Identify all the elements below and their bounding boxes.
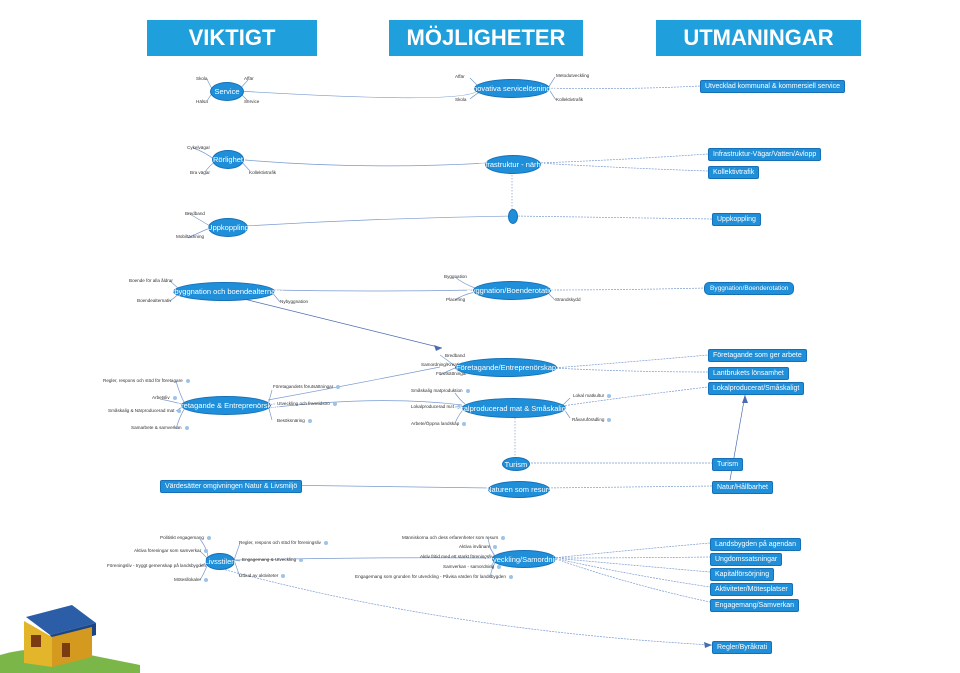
label-arbete-oppna: Arbete/Öppna landskap xyxy=(411,421,467,426)
label-ravaruforadling: Råvaruförädling xyxy=(572,417,612,422)
label-regler-forening: Regler, respons och stöd för föreningsli… xyxy=(239,540,328,545)
utmaning-lantbruk[interactable]: Lantbrukets lönsamhet xyxy=(708,367,789,380)
label-nybyggnation: Nybyggnation xyxy=(280,299,309,304)
label-utbud: Utbud av aktiviteter xyxy=(239,573,286,578)
label-bredband: Bredband xyxy=(185,211,205,216)
label-boendealternativ: Boendealternativ xyxy=(137,298,172,303)
label-smaskalig-matproduktion: Småskalig matproduktion xyxy=(411,388,470,393)
node-utveckling-samordning[interactable]: Utveckling/Samordning xyxy=(485,550,563,568)
node-rorlighet[interactable]: Rörlighet xyxy=(212,150,244,169)
label-lokal-matkultur: Lokal matkultur xyxy=(573,393,612,398)
header-mojligheter: MÖJLIGHETER xyxy=(389,20,583,56)
node-livsstilen[interactable]: Livsstilen xyxy=(205,553,235,570)
label-r5-bredband: Bredband xyxy=(445,353,465,358)
label-forutsattningar2: Förutsättningar xyxy=(436,371,467,376)
label-affar: Affär xyxy=(244,76,254,81)
label-service: Service xyxy=(244,99,260,104)
node-byggnation[interactable]: Byggnation/Boenderotation xyxy=(467,281,557,300)
node-uppkoppling[interactable]: Uppkoppling xyxy=(207,218,249,237)
node-varde[interactable]: Värdesätter omgivningen Natur & Livsmilj… xyxy=(160,480,303,493)
label-smaskalig: Småskalig & Närproducerad mat xyxy=(108,408,182,413)
utmaning-landsbygden[interactable]: Landsbygden på agendan xyxy=(710,538,801,551)
label-samverkan: Samverkan - samordning xyxy=(443,564,502,569)
utmaning-natur[interactable]: Natur/Hållbarhet xyxy=(712,481,773,494)
label-foreningsliv: Föreningsliv - tryggt gemenskap på lands… xyxy=(107,563,214,568)
label-halsa: Hälsa xyxy=(196,99,208,104)
header-viktigt: VIKTIGT xyxy=(147,20,317,56)
label-aktiva-invanare: Aktiva invånare xyxy=(459,544,498,549)
node-service[interactable]: Service xyxy=(210,82,244,101)
label-m-affar: Affär xyxy=(455,74,465,79)
utmaning-service[interactable]: Utvecklad kommunal & kommersiell service xyxy=(700,80,845,93)
label-strandskydd: Strandskydd xyxy=(555,297,581,302)
label-motesllokaler: Mötesllokaler xyxy=(174,577,209,582)
label-m-skola: Skola xyxy=(455,97,467,102)
label-skola: Skola xyxy=(196,76,208,81)
label-politiskt: Politiskt engagemang xyxy=(160,535,211,540)
label-forutsattningar: Företagandets förutsättningar xyxy=(273,384,341,389)
utmaning-aktiviteter[interactable]: Aktiviteter/Mötesplatser xyxy=(710,583,793,596)
node-infrastruktur[interactable]: Infrastruktur - närhet xyxy=(479,155,547,174)
header-utmaningar: UTMANINGAR xyxy=(656,20,861,56)
label-manniskorna: Människorna och dess erfarenheter som re… xyxy=(402,535,506,540)
label-lokalproducerad-mat: Lokalproducerad mat xyxy=(411,404,462,409)
label-kollektivtrafik: Kollektivtrafik xyxy=(556,97,584,102)
utmaning-lokalproducerat[interactable]: Lokalproducerat/Småskaligt xyxy=(708,382,805,395)
node-foretagande-entreprenorskap[interactable]: Företagande/Entreprenörskap xyxy=(455,358,557,377)
label-boende: Boende för alla åldrar xyxy=(129,278,173,283)
node-naturen[interactable]: Naturen som resurs xyxy=(486,481,552,498)
utmaning-turism[interactable]: Turism xyxy=(712,458,744,471)
label-engagemang-grund: Engagemang som grunden för utveckling - … xyxy=(355,574,513,579)
label-metodutveckling: Metodutveckling xyxy=(556,73,590,78)
utmaning-foretagande[interactable]: Företagande som ger arbete xyxy=(708,349,807,362)
label-cykelvagar: Cykelvägar xyxy=(187,145,210,150)
node-uppkoppling-mid[interactable] xyxy=(508,209,518,224)
label-bra-vagar: Bra vägar xyxy=(190,170,210,175)
node-innovativa[interactable]: Innovativa servicelösningar xyxy=(467,79,557,98)
utmaning-byggnation[interactable]: Byggnation/Boenderotation xyxy=(704,282,795,295)
label-arbetsliv: Arbetsliv xyxy=(152,395,177,400)
label-r2-kollektivtrafik: Kollektivtrafik xyxy=(249,170,277,175)
label-samarbete: Samarbete & samverkan xyxy=(131,425,189,430)
utmaning-infrastruktur[interactable]: Infrastruktur-Vägar/Vatten/Avlopp xyxy=(708,148,822,161)
utmaning-kapital[interactable]: Kapitalförsörjning xyxy=(710,568,775,581)
utmaning-regler[interactable]: Regler/Byråkrati xyxy=(712,641,773,654)
label-engagemang-utveckling: Engagemang & Utveckling xyxy=(242,557,304,562)
utmaning-engagemang[interactable]: Engagemang/Samverkan xyxy=(710,599,799,612)
utmaning-kollektivtrafik[interactable]: Kollektivtrafik xyxy=(708,166,760,179)
label-besoksnaring: Besöksnäring xyxy=(277,418,312,423)
utmaning-uppkoppling[interactable]: Uppkoppling xyxy=(712,213,761,226)
label-aktiva-foreningar: Aktiva föreningar som samverkar xyxy=(134,548,209,553)
node-foretagande[interactable]: Företagande & Entreprenörskap xyxy=(172,396,280,415)
label-regler: Regler, respons och stöd för företagare xyxy=(103,378,190,383)
label-byggnation: Byggnation xyxy=(444,274,467,279)
utmaning-ungdom[interactable]: Ungdomssatsningar xyxy=(710,553,783,566)
node-turism[interactable]: Turism xyxy=(502,457,530,471)
house-illustration xyxy=(0,605,140,673)
node-nybyggnation[interactable]: Nybyggnation och boendealternativ xyxy=(165,282,283,301)
label-utveckling: Utveckling och framtidstro xyxy=(277,401,337,406)
node-lokalproducerad[interactable]: Lokalproducerad mat & Småskalighet xyxy=(452,398,576,418)
label-placering: Placering xyxy=(446,297,466,302)
label-samordning: Samordning/Kreativitet xyxy=(421,362,468,367)
label-mobiltackning: Mobiltäckning xyxy=(176,234,205,239)
